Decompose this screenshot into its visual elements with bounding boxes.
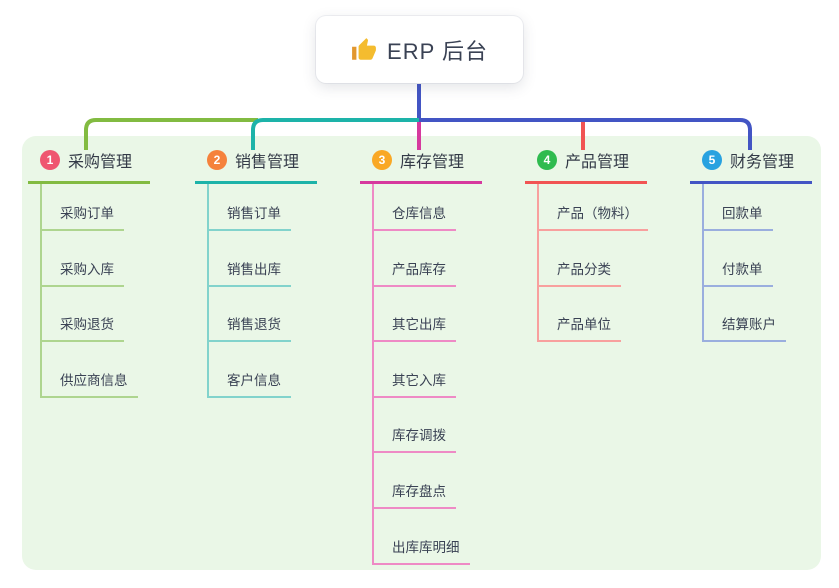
branch-3: 3 库存管理 仓库信息产品库存其它出库其它入库库存调拨库存盘点出库库明细: [360, 148, 510, 565]
child-label: 其它入库: [374, 369, 456, 398]
child-label: 仓库信息: [374, 202, 456, 231]
child-label: 产品（物料）: [539, 202, 648, 231]
child-node[interactable]: 采购入库: [42, 231, 124, 287]
child-node[interactable]: 产品单位: [539, 287, 621, 343]
branch-4: 4 产品管理 产品（物料） 产品分类产品单位: [525, 148, 675, 343]
child-node[interactable]: 结算账户: [704, 287, 786, 343]
child-node[interactable]: 产品库存: [374, 231, 456, 287]
branch-children: 产品（物料） 产品分类产品单位: [537, 184, 675, 343]
branch-header[interactable]: 2 销售管理: [195, 148, 317, 184]
root-node-label: ERP 后台: [387, 38, 488, 64]
child-node[interactable]: 库存盘点: [374, 453, 456, 509]
child-node[interactable]: 库存调拨: [374, 398, 456, 454]
child-label: 销售出库: [209, 258, 291, 287]
branches-panel: [22, 136, 821, 570]
branch-title: 产品管理: [565, 154, 630, 171]
child-label: 其它出库: [374, 313, 456, 343]
child-label: 产品库存: [374, 258, 456, 287]
child-label: 库存盘点: [374, 480, 456, 509]
branch-title: 财务管理: [730, 154, 795, 171]
branch-children: 回款单付款单结算账户: [702, 184, 839, 343]
child-node[interactable]: 销售退货: [209, 287, 291, 343]
branch-number-badge: 2: [207, 150, 227, 170]
branch-children: 采购订单采购入库采购退货供应商信息: [40, 184, 178, 398]
root-node[interactable]: ERP 后台: [316, 16, 523, 83]
branch-header[interactable]: 4 产品管理: [525, 148, 647, 184]
branch-header[interactable]: 5 财务管理: [690, 148, 812, 184]
branch-children: 销售订单销售出库销售退货客户信息: [207, 184, 345, 398]
branch-2: 2 销售管理 销售订单销售出库销售退货客户信息: [195, 148, 345, 398]
child-node[interactable]: 仓库信息: [374, 184, 456, 231]
branch-header[interactable]: 3 库存管理: [360, 148, 482, 184]
child-label: 回款单: [704, 202, 773, 231]
child-label: 产品分类: [539, 258, 621, 287]
branch-title: 库存管理: [400, 154, 465, 171]
child-label: 客户信息: [209, 369, 291, 398]
child-label: 销售订单: [209, 202, 291, 231]
child-label: 出库库明细: [374, 536, 470, 565]
child-node[interactable]: 销售订单: [209, 184, 291, 231]
child-node[interactable]: 供应商信息: [42, 342, 138, 398]
child-label: 产品单位: [539, 313, 621, 343]
child-node[interactable]: 回款单: [704, 184, 773, 231]
child-node[interactable]: 其它入库: [374, 342, 456, 398]
branch-number-badge: 4: [537, 150, 557, 170]
branch-title: 销售管理: [235, 154, 300, 171]
child-label: 供应商信息: [42, 369, 138, 398]
child-label: 结算账户: [704, 313, 786, 343]
child-node[interactable]: 客户信息: [209, 342, 291, 398]
branch-number-badge: 5: [702, 150, 722, 170]
branch-title: 采购管理: [68, 154, 133, 171]
branch-header[interactable]: 1 采购管理: [28, 148, 150, 184]
child-label: 销售退货: [209, 313, 291, 343]
child-node[interactable]: 出库库明细: [374, 509, 470, 565]
child-label: 付款单: [704, 258, 773, 287]
branch-children: 仓库信息产品库存其它出库其它入库库存调拨库存盘点出库库明细: [372, 184, 510, 565]
child-label: 采购入库: [42, 258, 124, 287]
child-node[interactable]: 产品（物料）: [539, 184, 648, 231]
child-node[interactable]: 其它出库: [374, 287, 456, 343]
branch-number-badge: 1: [40, 150, 60, 170]
child-label: 采购订单: [42, 202, 124, 231]
thumbs-up-icon: [352, 37, 376, 60]
child-label: 采购退货: [42, 313, 124, 343]
child-node[interactable]: 采购退货: [42, 287, 124, 343]
child-label: 库存调拨: [374, 424, 456, 454]
branch-5: 5 财务管理 回款单付款单结算账户: [690, 148, 839, 343]
child-node[interactable]: 销售出库: [209, 231, 291, 287]
branch-1: 1 采购管理 采购订单采购入库采购退货供应商信息: [28, 148, 178, 398]
branch-number-badge: 3: [372, 150, 392, 170]
child-node[interactable]: 采购订单: [42, 184, 124, 231]
child-node[interactable]: 付款单: [704, 231, 773, 287]
child-node[interactable]: 产品分类: [539, 231, 621, 287]
